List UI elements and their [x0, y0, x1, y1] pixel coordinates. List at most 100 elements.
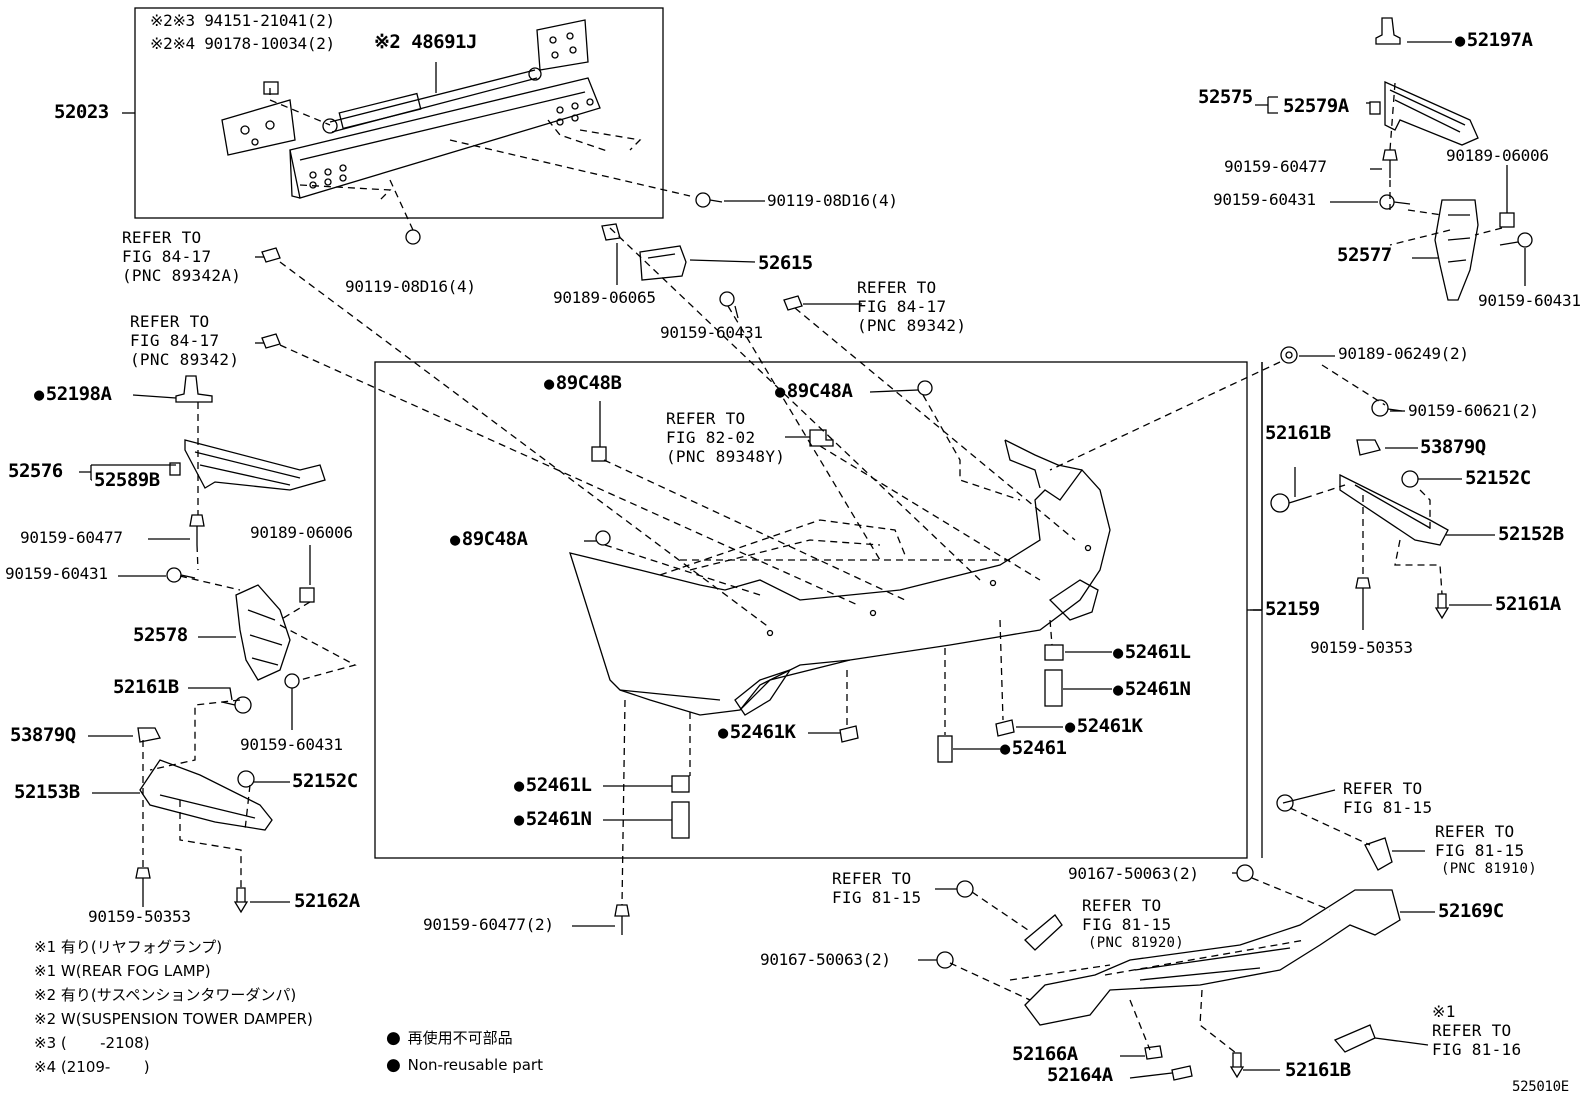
label-53879q-l[interactable]: 53879Q [10, 724, 76, 746]
label-90159-60431-r2[interactable]: 90159-60431 [1478, 291, 1581, 310]
label-52461n-r[interactable]: 52461N [1113, 678, 1191, 700]
refer-line: FIG 84-17 [122, 247, 212, 266]
label-52152b[interactable]: 52152B [1498, 523, 1564, 545]
refer-line: REFER TO [666, 409, 746, 428]
refer-line: (PNC 89342) [857, 316, 967, 335]
label-89c48a-left[interactable]: 89C48A [450, 528, 528, 550]
refer-line: REFER TO [1435, 822, 1515, 841]
bolt-refer-81-15-a [1276, 794, 1294, 812]
label-52023[interactable]: 52023 [54, 101, 109, 123]
label-52575[interactable]: 52575 [1198, 86, 1253, 108]
nut-90189-06006-l [299, 587, 315, 603]
label-90167-50063-top[interactable]: 90167-50063(2) [1068, 864, 1199, 883]
label-90159-60431-r1[interactable]: 90159-60431 [1213, 190, 1316, 209]
label-52162a[interactable]: 52162A [294, 890, 360, 912]
clip-89c48a-top [917, 380, 933, 396]
label-48691j[interactable]: ※2 48691J [374, 31, 477, 53]
bolt-90159-60431-l2 [284, 673, 300, 700]
pad-52461k-r [995, 719, 1015, 737]
label-52461l-r[interactable]: 52461L [1113, 641, 1191, 663]
label-52197a[interactable]: 52197A [1455, 29, 1533, 51]
label-90159-60477-l[interactable]: 90159-60477 [20, 528, 123, 547]
refer-line: FIG 82-02 [666, 428, 756, 447]
clip-52197a [1375, 17, 1401, 45]
refer-line: REFER TO [130, 312, 210, 331]
label-52166a[interactable]: 52166A [1012, 1043, 1078, 1065]
label-90119-08d16-a[interactable]: 90119-08D16(4) [767, 191, 898, 210]
label-90189-06006-r[interactable]: 90189-06006 [1446, 146, 1549, 165]
label-52461k-l[interactable]: 52461K [718, 721, 796, 743]
label-52152c-l[interactable]: 52152C [292, 770, 358, 792]
label-52589b[interactable]: 52589B [94, 469, 160, 491]
retainer-52153b [139, 759, 273, 831]
label-52161b-l[interactable]: 52161B [113, 676, 179, 698]
label-52615[interactable]: 52615 [758, 252, 813, 274]
screw-90159-60477-r [1382, 149, 1398, 178]
label-52461[interactable]: 52461 [1000, 737, 1067, 759]
legend-damper-jp: ※2 有り(サスペンションタワーダンパ) [34, 986, 297, 1004]
label-52577[interactable]: 52577 [1337, 244, 1392, 266]
label-90189-06249[interactable]: 90189-06249(2) [1338, 344, 1469, 363]
label-90159-60431-mid[interactable]: 90159-60431 [660, 323, 763, 342]
connector-89342a [261, 247, 281, 263]
label-52161b-r[interactable]: 52161B [1265, 422, 1331, 444]
label-52198a[interactable]: 52198A [34, 383, 112, 405]
label-94151-21041[interactable]: ※2※3 94151-21041(2) [150, 11, 335, 30]
label-90159-60621[interactable]: 90159-60621(2) [1408, 401, 1539, 420]
pad-52461l-l [671, 775, 690, 793]
legend-damper-en: ※2 W(SUSPENSION TOWER DAMPER) [34, 1010, 313, 1028]
label-52152c-r[interactable]: 52152C [1465, 467, 1531, 489]
label-52461l-l[interactable]: 52461L [514, 774, 592, 796]
label-53879q-r[interactable]: 53879Q [1420, 436, 1486, 458]
bolt-90159-60431-r1 [1379, 194, 1411, 210]
bolt-90119-b [405, 229, 421, 245]
label-52169c[interactable]: 52169C [1438, 900, 1504, 922]
label-90159-60477-r[interactable]: 90159-60477 [1224, 157, 1327, 176]
non-reusable-marker [450, 528, 462, 550]
label-52578[interactable]: 52578 [133, 624, 188, 646]
label-89c48b[interactable]: 89C48B [544, 372, 622, 394]
label-90178-10034[interactable]: ※2※4 90178-10034(2) [150, 34, 335, 53]
screw-90159-50353-r [1355, 577, 1371, 608]
bumper-cover-52159 [569, 439, 1111, 716]
label-52161a[interactable]: 52161A [1495, 593, 1561, 615]
pad-52461k-l [839, 725, 859, 743]
legend-text: 再使用不可部品 [407, 1029, 513, 1047]
label-90159-60477-2[interactable]: 90159-60477(2) [423, 915, 554, 934]
label-90189-06065[interactable]: 90189-06065 [553, 288, 656, 307]
label-52153b[interactable]: 52153B [14, 781, 80, 803]
retainer-52575 [1384, 80, 1479, 146]
part-number: 89C48A [786, 380, 853, 402]
label-52164a[interactable]: 52164A [1047, 1064, 1113, 1086]
refer-line: REFER TO [857, 278, 937, 297]
label-52159[interactable]: 52159 [1265, 598, 1320, 620]
label-90159-60431-l2[interactable]: 90159-60431 [240, 735, 343, 754]
screw-90159-50353-l [135, 867, 151, 896]
label-89c48a-top[interactable]: 89C48A [775, 380, 853, 402]
label-90189-06006-l[interactable]: 90189-06006 [250, 523, 353, 542]
reinforcement-bracket-right [536, 19, 589, 71]
part-number: 89C48B [555, 372, 622, 394]
non-reusable-marker [775, 380, 787, 402]
label-90159-60431-l1[interactable]: 90159-60431 [5, 564, 108, 583]
refer-line: REFER TO [832, 869, 912, 888]
label-52461n-l[interactable]: 52461N [514, 808, 592, 830]
label-90159-50353-r[interactable]: 90159-50353 [1310, 638, 1413, 657]
label-90167-50063-left[interactable]: 90167-50063(2) [760, 950, 891, 969]
label-52161b-bot[interactable]: 52161B [1285, 1059, 1351, 1081]
label-52579a[interactable]: 52579A [1283, 95, 1349, 117]
label-90119-08d16-b[interactable]: 90119-08D16(4) [345, 277, 476, 296]
label-90159-50353-l[interactable]: 90159-50353 [88, 907, 191, 926]
label-52461k-r[interactable]: 52461K [1065, 715, 1143, 737]
label-52576[interactable]: 52576 [8, 460, 63, 482]
bolt-90167-50063-top [1236, 864, 1254, 882]
